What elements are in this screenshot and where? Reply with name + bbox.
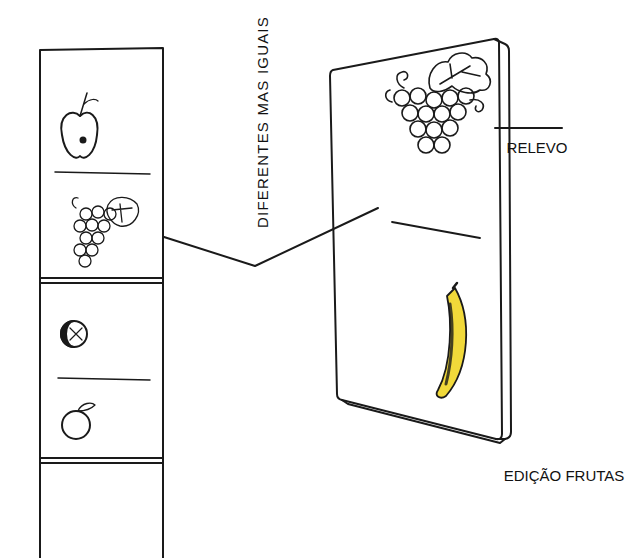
card-strip-outline: [40, 48, 163, 558]
card-divider: [40, 278, 163, 283]
apple-drawing: [61, 93, 98, 158]
card-divider: [40, 458, 163, 463]
annotation-label: DIFERENTES MAS IGUAIS: [255, 16, 272, 228]
annotation-label: EDIÇÃO FRUTAS: [504, 468, 625, 485]
leader-line: [495, 127, 562, 129]
leader-line: [164, 208, 378, 266]
banana-drawing: [437, 283, 466, 398]
grapes-drawing: [72, 197, 138, 267]
relief-card: [330, 39, 511, 443]
orange-drawing: [62, 403, 95, 439]
card-midline: [58, 378, 150, 380]
grapes-relief-drawing: [386, 53, 491, 153]
annotation-label: RELEVO: [507, 140, 568, 157]
card-midline: [55, 172, 150, 174]
half-orange-drawing: [61, 321, 87, 347]
